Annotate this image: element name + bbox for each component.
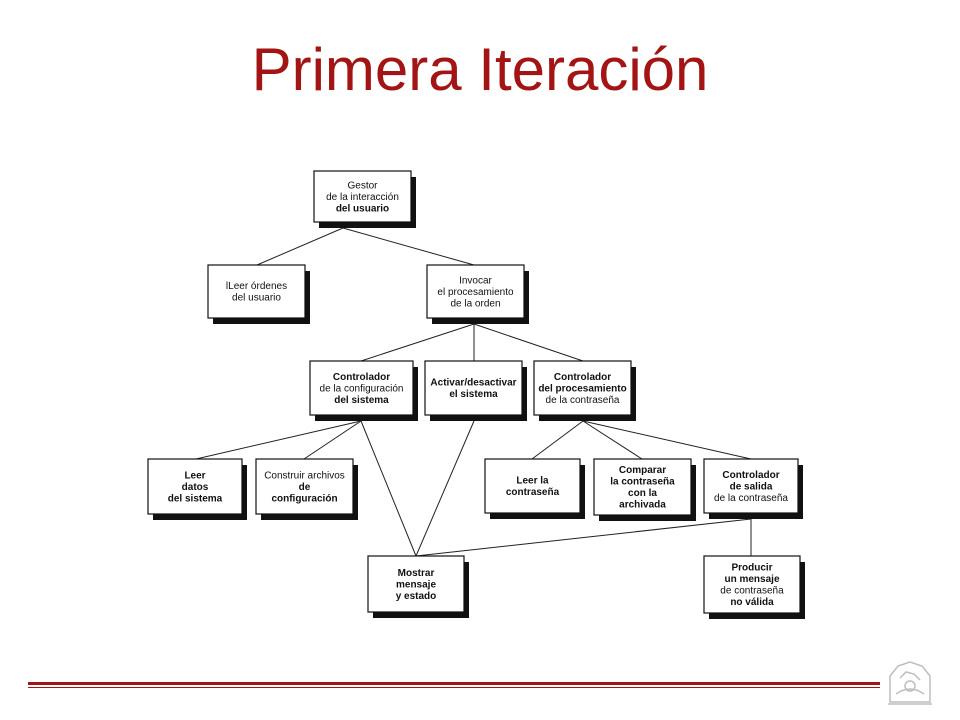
connector-ctrl-proc-to-ctrl-salida [582,420,752,460]
node-label-line: del sistema [334,395,389,406]
connector-ctrl-config-to-mostrar [360,420,417,557]
node-label-line: Controlador [333,372,390,383]
node-label-line: del procesamiento [538,383,626,394]
node-label-line: con la [628,488,657,499]
connector-ctrl-config-to-construir [303,420,362,460]
node-label-line: del usuario [232,293,281,304]
node-label-line: no válida [730,597,774,608]
node-label-line: datos [182,482,209,493]
footer-rule-thick [28,682,880,685]
node-box [424,360,523,416]
node-label-line: Leer [184,470,205,481]
node-box [255,458,354,515]
node-label-line: Leer la [516,476,549,487]
connector-lines [195,227,752,557]
node-box [426,264,525,319]
node-label-line: de la orden [450,298,500,309]
node-label-line: Construir archivos [264,470,345,481]
node-label-line: del usuario [336,203,389,214]
node-box [703,458,799,514]
node-label-line: de la contraseña [546,395,620,406]
node-box [703,555,801,614]
institution-logo-icon [888,661,932,705]
node-label-line: del sistema [168,493,223,504]
node-label-line: lLeer órdenes [226,281,287,292]
node-label-line: de la interacción [326,192,399,203]
node-label-line: Invocar [459,275,492,286]
node-label-line: Comparar [619,465,666,476]
node-box [207,264,306,319]
node-box [309,360,414,416]
node-label-line: de la configuración [320,383,404,394]
node-label-line: Activar/desactivar [430,378,516,389]
node-label-line: y estado [396,591,437,602]
node-box [313,170,412,223]
connector-ctrl-salida-to-mostrar [415,518,752,557]
node-label-line: de salida [730,481,773,492]
node-label-line: el sistema [449,389,498,400]
node-label-line: de la contraseña [714,493,788,504]
node-box [533,360,632,416]
connector-ctrl-config-to-leer-datos [195,420,362,460]
node-box [593,458,692,516]
node-label-line: archivada [619,500,666,511]
connector-gestor-to-leer-ordenes [256,227,344,266]
connector-invocar-to-ctrl-proc [473,323,584,362]
connector-ctrl-proc-to-leer-contrasena [531,420,584,460]
footer-rule-thin [28,687,880,688]
node-box [367,555,465,613]
node-box [147,458,243,515]
connector-gestor-to-invocar [342,227,475,266]
node-label-line: Controlador [722,470,779,481]
node-label-line: Mostrar [398,568,435,579]
node-label-line: mensaje [396,579,436,590]
node-label-line: Producir [731,563,772,574]
connector-invocar-to-ctrl-config [360,323,475,362]
node-label-line: Gestor [347,180,378,191]
node-label-line: Controlador [554,372,611,383]
node-label-line: la contraseña [610,477,675,488]
connector-activar-to-mostrar [415,420,475,557]
node-label-line: contraseña [506,487,560,498]
node-label-line: de contraseña [720,586,784,597]
node-label-line: el procesamiento [437,287,514,298]
node-box [484,458,581,514]
node-label-line: de [299,482,311,493]
slide-title: Primera Iteración [251,36,709,103]
connector-ctrl-proc-to-comparar [582,420,643,460]
node-label-line: configuración [271,493,337,504]
node-label-line: un mensaje [724,574,779,585]
